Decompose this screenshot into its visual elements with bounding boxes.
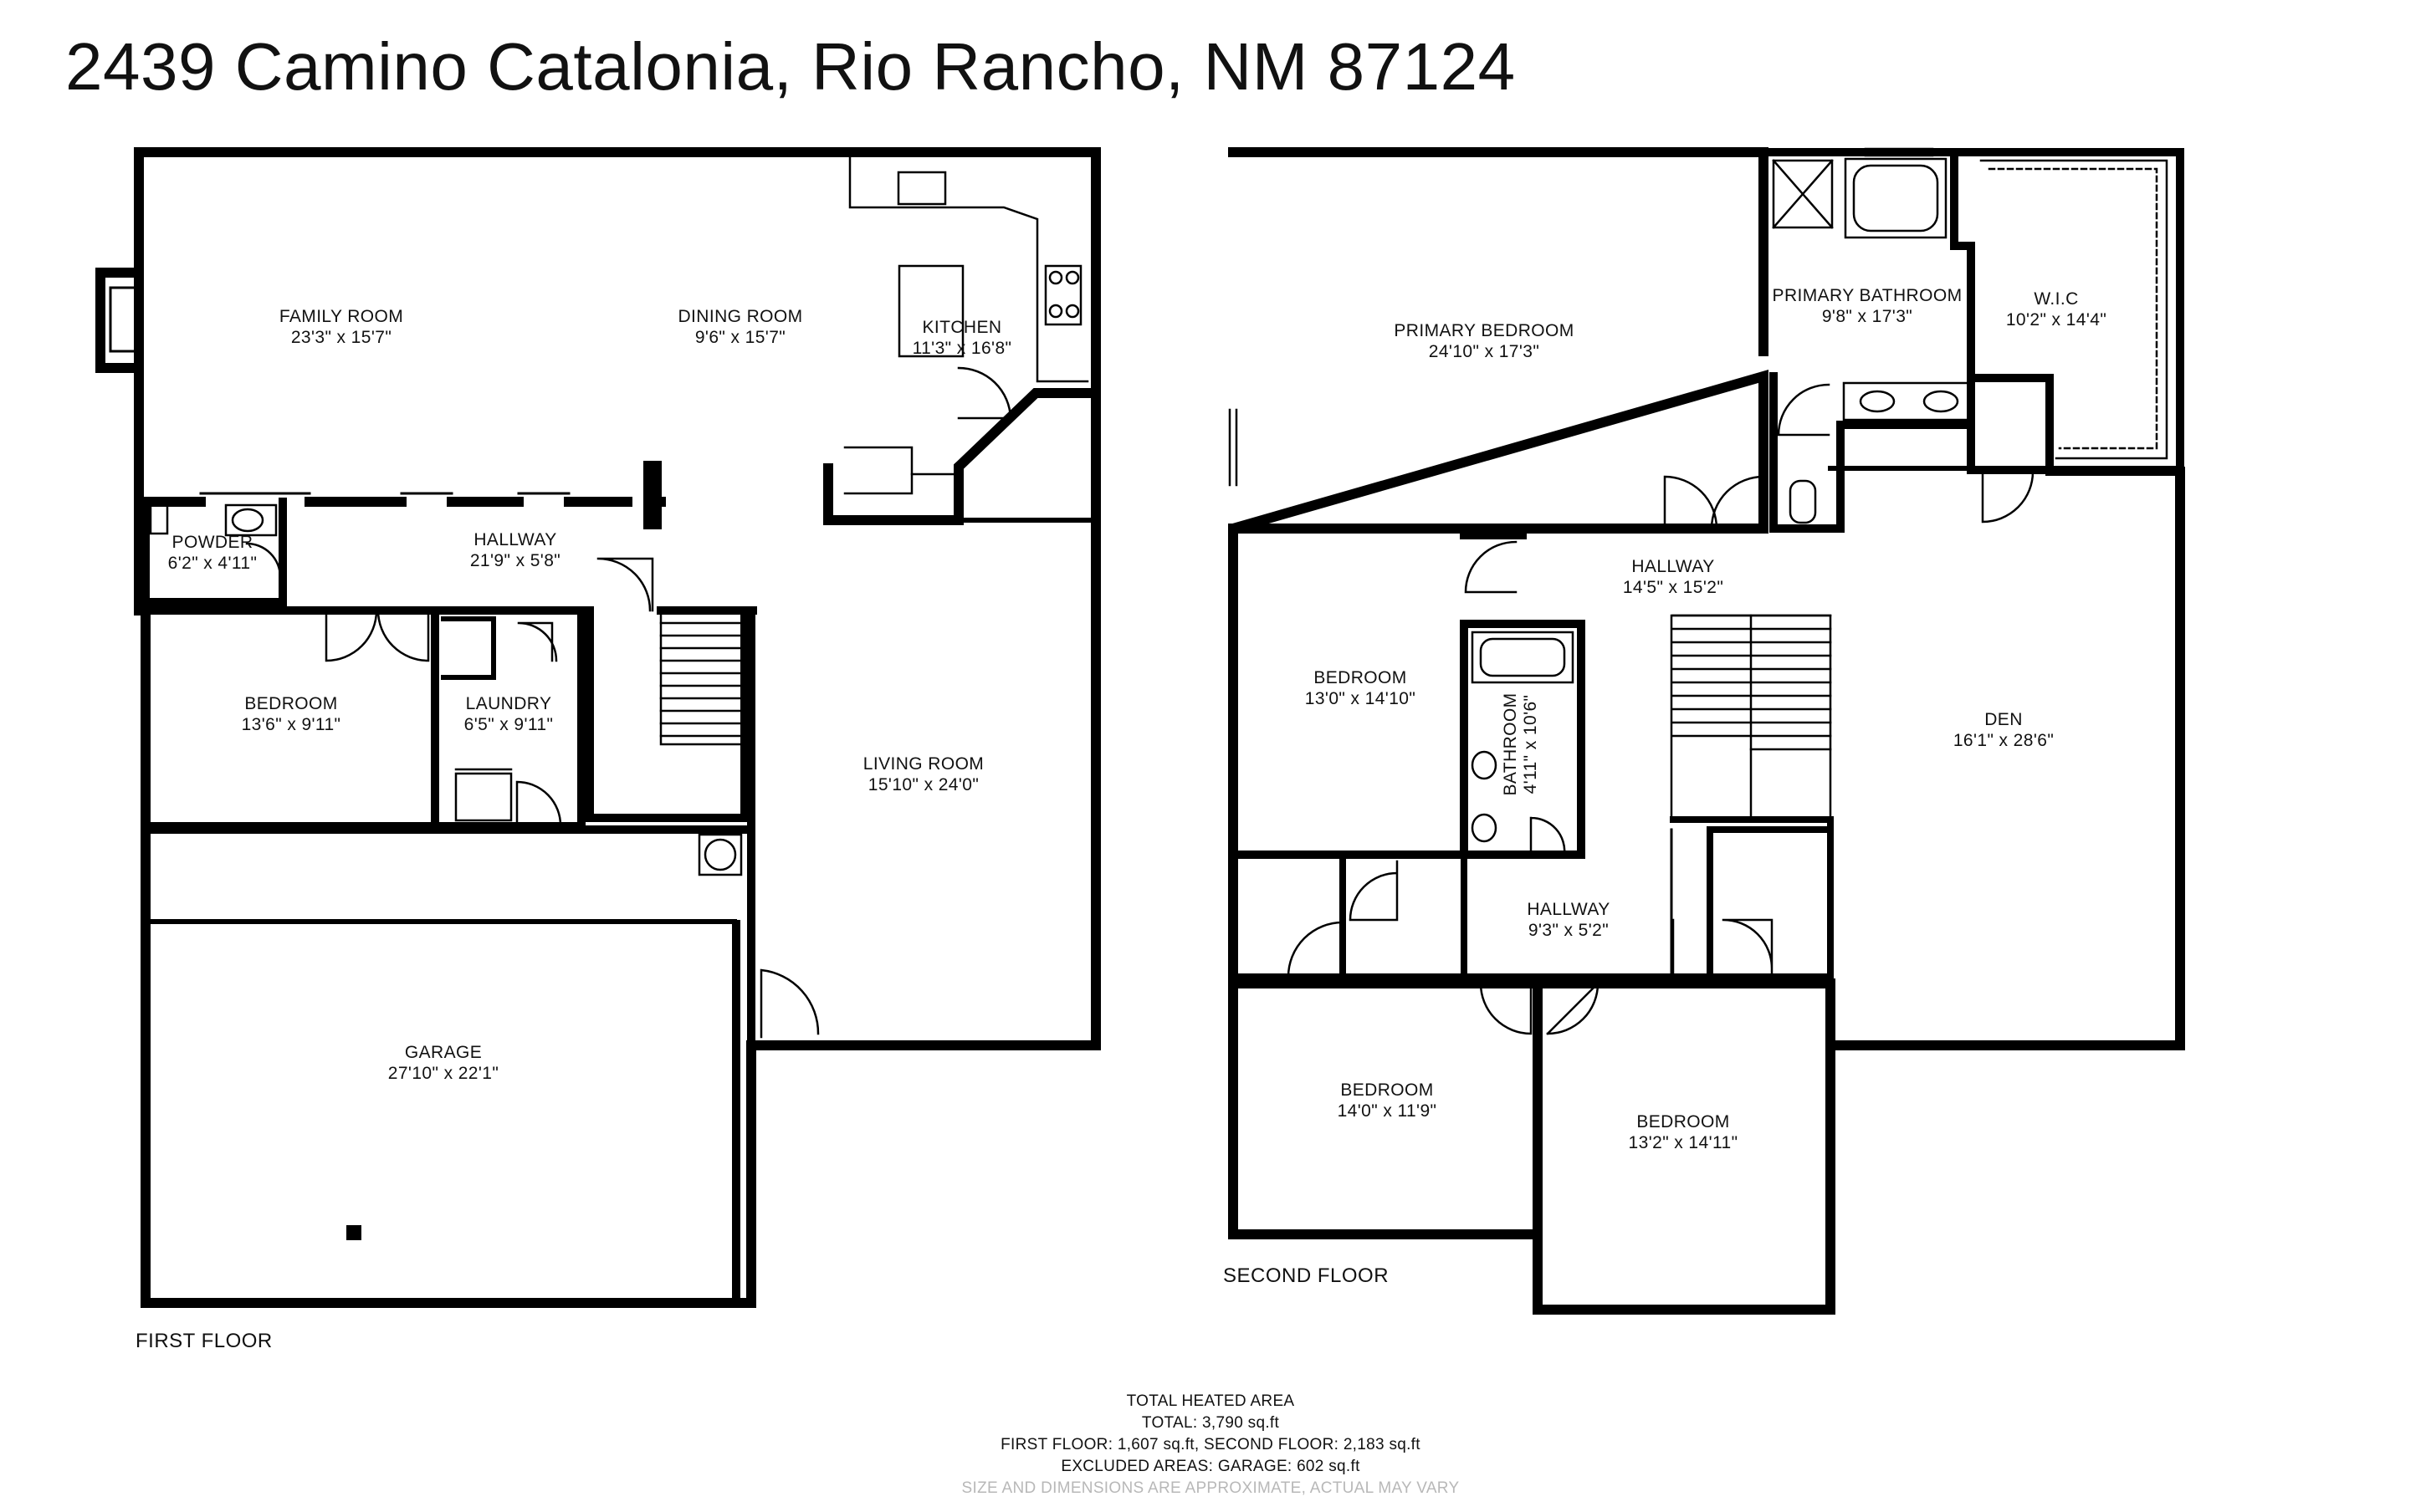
second-floor-label: SECOND FLOOR — [1223, 1264, 1390, 1287]
bedroom-lower-left-dims: 14'0" x 11'9" — [1338, 1101, 1437, 1121]
den-name: DEN — [1984, 710, 2023, 729]
living-room-dims: 15'10" x 24'0" — [868, 775, 979, 794]
primary-bathroom-dims: 9'8" x 17'3" — [1822, 307, 1912, 326]
primary-bedroom-dims: 24'10" x 17'3" — [1429, 342, 1539, 361]
garage-name: GARAGE — [405, 1043, 482, 1062]
second-floor-walls — [1228, 147, 2185, 1315]
bedroom-lower-left-name: BEDROOM — [1340, 1080, 1433, 1100]
bedroom-dims: 13'6" x 9'11" — [242, 715, 341, 734]
bedroom-name: BEDROOM — [244, 694, 337, 713]
summary-note: SIZE AND DIMENSIONS ARE APPROXIMATE, ACT… — [961, 1479, 1460, 1497]
page-title: 2439 Camino Catalonia, Rio Rancho, NM 87… — [65, 29, 1516, 104]
area-summary: TOTAL HEATED AREA TOTAL: 3,790 sq.ft FIR… — [0, 1391, 2421, 1499]
laundry-dims: 6'5" x 9'11" — [464, 715, 554, 734]
kitchen-name: KITCHEN — [923, 318, 1002, 337]
wic-name: W.I.C — [2034, 289, 2078, 309]
upper-hallway-dims: 14'5" x 15'2" — [1623, 578, 1723, 597]
powder-dims: 6'2" x 4'11" — [168, 554, 258, 573]
den-dims: 16'1" x 28'6" — [1953, 731, 2054, 750]
primary-bathroom-name: PRIMARY BATHROOM — [1773, 286, 1963, 305]
dining-room-name: DINING ROOM — [678, 307, 802, 326]
bathroom-dims: 4'11" x 10'6" — [1521, 695, 1540, 794]
first-floor-fixtures — [134, 147, 1101, 1308]
first-floor-label: FIRST FLOOR — [136, 1330, 273, 1352]
powder-name: POWDER — [172, 533, 253, 552]
small-hallway-name: HALLWAY — [1527, 900, 1610, 919]
upper-hallway-name: HALLWAY — [1631, 557, 1714, 576]
bedroom-upper-left-name: BEDROOM — [1313, 668, 1406, 687]
bedroom-lower-right-dims: 13'2" x 14'11" — [1629, 1133, 1738, 1152]
bedroom-upper-left-dims: 13'0" x 14'10" — [1305, 689, 1415, 708]
kitchen-dims: 11'3" x 16'8" — [913, 339, 1012, 358]
summary-excluded: EXCLUDED AREAS: GARAGE: 602 sq.ft — [1061, 1458, 1360, 1475]
hallway-name: HALLWAY — [473, 530, 556, 549]
second-floor-fixtures — [1228, 147, 2185, 1315]
summary-total: TOTAL: 3,790 sq.ft — [1141, 1414, 1280, 1432]
first-floor-walls — [95, 147, 1101, 1308]
bedroom-lower-right-name: BEDROOM — [1636, 1112, 1729, 1131]
summary-heading: TOTAL HEATED AREA — [1126, 1392, 1295, 1410]
primary-bedroom-name: PRIMARY BEDROOM — [1394, 321, 1574, 340]
family-room-name: FAMILY ROOM — [279, 307, 403, 326]
wic-dims: 10'2" x 14'4" — [2006, 310, 2106, 329]
bathroom-name: BATHROOM — [1501, 693, 1520, 796]
small-hallway-dims: 9'3" x 5'2" — [1528, 921, 1609, 940]
laundry-name: LAUNDRY — [466, 694, 552, 713]
family-room-dims: 23'3" x 15'7" — [291, 328, 392, 347]
garage-dims: 27'10" x 22'1" — [388, 1064, 499, 1083]
hallway-dims: 21'9" x 5'8" — [470, 551, 560, 570]
summary-floors: FIRST FLOOR: 1,607 sq.ft, SECOND FLOOR: … — [1001, 1436, 1420, 1453]
dining-room-dims: 9'6" x 15'7" — [695, 328, 786, 347]
living-room-name: LIVING ROOM — [863, 754, 984, 774]
